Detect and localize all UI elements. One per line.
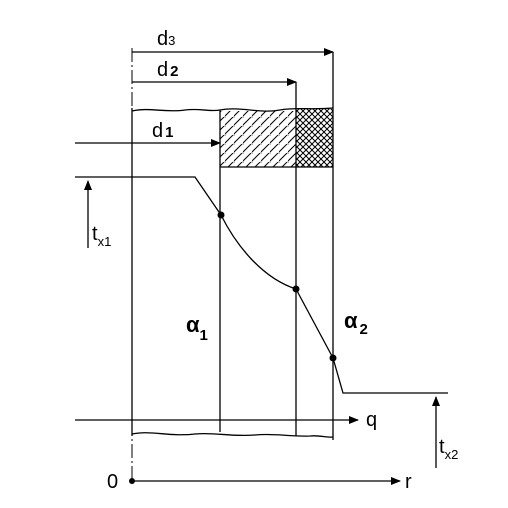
label-alpha1: α1 xyxy=(186,312,208,344)
bottom-break-line xyxy=(131,432,334,438)
layer-2-crosshatch xyxy=(296,109,333,167)
label-tx1: tx1 xyxy=(92,223,111,249)
layer-1-hatch xyxy=(220,111,296,167)
interface-point-2 xyxy=(292,285,300,293)
label-r: r xyxy=(405,471,412,493)
temperature-profile-layer2 xyxy=(295,288,334,359)
temperature-profile-curve xyxy=(220,214,297,290)
label-origin: 0 xyxy=(107,471,118,493)
interface-point-3 xyxy=(329,354,337,362)
label-tx2: tx2 xyxy=(439,436,458,462)
label-q: q xyxy=(366,409,377,431)
temperature-profile xyxy=(75,176,222,216)
interface-point-1 xyxy=(217,211,225,219)
origin-point xyxy=(129,478,135,484)
temperature-profile-outer xyxy=(332,357,448,394)
label-d3: d3 xyxy=(157,28,175,50)
